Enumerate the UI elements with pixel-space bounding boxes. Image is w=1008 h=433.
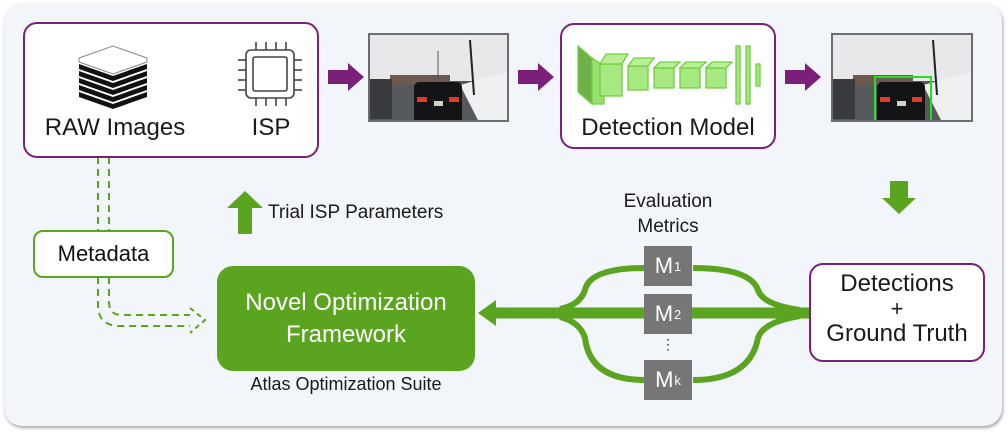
detections-line2: + [890, 296, 904, 321]
metadata-arrow-head [189, 307, 207, 334]
metadata-dash-lower-outer [97, 277, 190, 327]
street-scene [370, 35, 507, 120]
evaluation-title-line2: Metrics [637, 216, 699, 237]
chip-icon [238, 42, 302, 106]
framework-line1: Novel Optimization [245, 288, 447, 316]
raw-isp-box [23, 22, 319, 158]
arrow-model-to-output [785, 63, 821, 91]
input-photo [368, 33, 509, 122]
flow-upper-right [692, 265, 801, 313]
arrow-into-framework [478, 300, 496, 326]
cnn-layers-icon [577, 44, 761, 106]
metadata-box: Metadata [33, 230, 174, 278]
detections-line1: Detections [840, 270, 954, 297]
output-photo [831, 33, 973, 122]
isp-label: ISP [251, 114, 291, 141]
novel-optimization-framework: Novel Optimization Framework [217, 266, 475, 371]
atlas-suite-label: Atlas Optimization Suite [250, 374, 442, 394]
flow-upper-left [559, 265, 646, 312]
street-scene-detected [833, 35, 971, 120]
detection-bounding-box [874, 76, 932, 120]
evaluation-title-line1: Evaluation [623, 191, 713, 212]
arrow-photo-to-model [518, 63, 554, 91]
arrow-output-to-detections [882, 181, 916, 214]
arrow-isp-to-photo [328, 63, 364, 91]
raw-images-label: RAW Images [44, 114, 186, 141]
detections-ground-truth-box [809, 263, 985, 362]
image-stack-icon [78, 45, 148, 109]
trial-isp-parameters-label: Trial ISP Parameters [268, 202, 444, 223]
metadata-label: Metadata [57, 241, 150, 266]
framework-line2: Framework [285, 320, 406, 348]
metrics-ellipsis: ⋮ [661, 336, 675, 352]
flow-lower-left [559, 314, 646, 383]
detection-model-label: Detection Model [581, 114, 755, 141]
flow-lower-right [692, 313, 801, 383]
arrow-trial-params-up [227, 191, 263, 234]
detections-line3: Ground Truth [826, 320, 968, 347]
metadata-dash-lower-inner [108, 277, 190, 316]
